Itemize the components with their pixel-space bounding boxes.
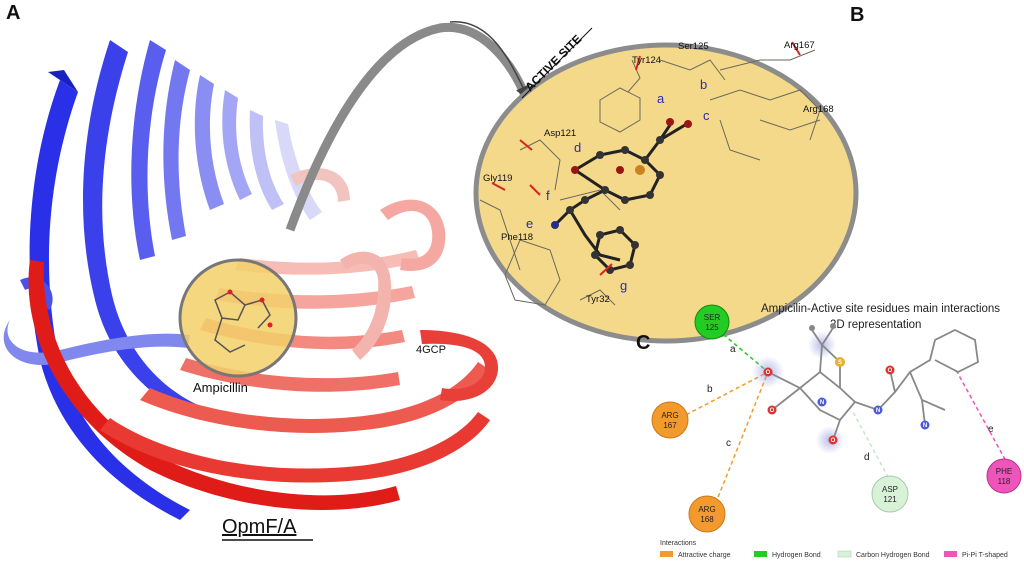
interaction-letters: a b c d e: [707, 344, 994, 463]
residue-phe-name: PHE: [996, 467, 1012, 476]
ligand-2d-structure: [752, 323, 979, 454]
residue-label-phe118: Phe118: [501, 232, 533, 243]
atom-label-o4: O: [888, 368, 893, 374]
protein-ribbon: [3, 40, 499, 520]
active-site-interaction-letters: a b c d e f g: [526, 77, 710, 293]
atom-label-n3: N: [923, 423, 927, 429]
residue-ser-num: 125: [705, 323, 719, 332]
residue-asp-name: ASP: [882, 485, 898, 494]
legend-label-attractive: Attractive charge: [678, 552, 731, 559]
residue-label-tyr32: Tyr32: [586, 294, 610, 305]
residue-ser-name: SER: [704, 313, 721, 322]
bond-letter-d: d: [864, 452, 870, 463]
panel-letter-c: C: [636, 332, 651, 354]
residue-label-arg167: Arg167: [784, 40, 815, 51]
legend-swatch-pipi: [944, 551, 957, 557]
active-site-title-underline: [521, 27, 593, 99]
residue-arg167-num: 167: [663, 421, 677, 430]
residue-disc-ser125: SER 125: [694, 304, 730, 340]
residue-label-gly119: Gly119: [483, 173, 512, 184]
protein-name: OpmF/A: [222, 516, 297, 538]
letter-f-b: f: [546, 188, 550, 203]
active-site-residue-labels: Ser125 Tyr124 Arg167 Arg168 Asp121 Gly11…: [483, 40, 834, 305]
ampicillin-pocket: [178, 258, 298, 378]
bond-letter-c: c: [726, 438, 731, 449]
ligand-ball-stick: [551, 118, 692, 274]
legend-label-pipi: Pi-Pi T-shaped: [962, 552, 1008, 559]
atom-label-n2: N: [876, 408, 880, 414]
letter-a-b: a: [657, 91, 665, 106]
atom-label-s: S: [838, 360, 842, 366]
letter-c-b: c: [703, 108, 710, 123]
residue-phe-num: 118: [998, 477, 1011, 486]
active-site-ellipse: [473, 42, 859, 344]
pdb-label: 4GCP: [416, 344, 446, 356]
bond-letter-e: e: [988, 424, 994, 435]
residue-disc-arg168: ARG 168: [688, 495, 726, 533]
residue-disc-phe118: PHE 118: [986, 458, 1022, 494]
atom-label-o2: O: [770, 408, 775, 414]
legend-title: Interactions: [660, 540, 697, 547]
residue-arg168-num: 168: [700, 515, 714, 524]
interaction-lines: [679, 329, 1013, 511]
residue-arg168-name: ARG: [698, 505, 715, 514]
residue-label-ser125: Ser125: [678, 41, 709, 52]
diagram-title-line2: 2D representation: [830, 319, 921, 331]
diagram-title-line1: Ampicilin-Active site residues main inte…: [761, 303, 1000, 315]
atom-label-o1: O: [766, 370, 771, 376]
letter-b-b: b: [700, 77, 707, 92]
residue-asp-num: 121: [883, 495, 897, 504]
bond-letter-a: a: [730, 344, 736, 355]
ligand-label: Ampicillin: [193, 380, 248, 395]
legend-label-hbond: Hydrogen Bond: [772, 552, 821, 559]
bond-letter-b: b: [707, 384, 713, 395]
letter-e-b: e: [526, 216, 533, 231]
panel-letter-b: B: [850, 4, 865, 26]
residue-label-tyr124: Tyr124: [632, 55, 661, 66]
interaction-legend: Interactions Attractive charge Hydrogen …: [660, 540, 1008, 559]
zoom-connector: [285, 22, 530, 232]
residue-disc-asp121: ASP 121: [871, 475, 909, 513]
zoom-arrow: [449, 21, 530, 101]
ligand-2d-atom-labels: O O O O S N N N: [766, 360, 928, 444]
legend-swatch-attractive: [660, 551, 673, 557]
legend-label-chbond: Carbon Hydrogen Bond: [856, 552, 930, 559]
carboxylate-oxygen: [763, 367, 773, 377]
residue-atom-stubs: [491, 41, 801, 276]
residue-disc-arg167: ARG 167: [651, 401, 689, 439]
residue-sticks: [479, 49, 821, 306]
letter-g-b: g: [620, 278, 627, 293]
residue-arg167-name: ARG: [661, 411, 678, 420]
legend-swatch-chbond: [837, 550, 852, 558]
atom-label-n1: N: [820, 400, 824, 406]
residue-label-arg168: Arg168: [803, 104, 834, 115]
residue-label-asp121: Asp121: [544, 128, 576, 139]
panel-letter-a: A: [6, 2, 21, 24]
legend-swatch-hbond: [754, 551, 767, 557]
atom-label-o3: O: [831, 438, 836, 444]
letter-d-b: d: [574, 140, 581, 155]
